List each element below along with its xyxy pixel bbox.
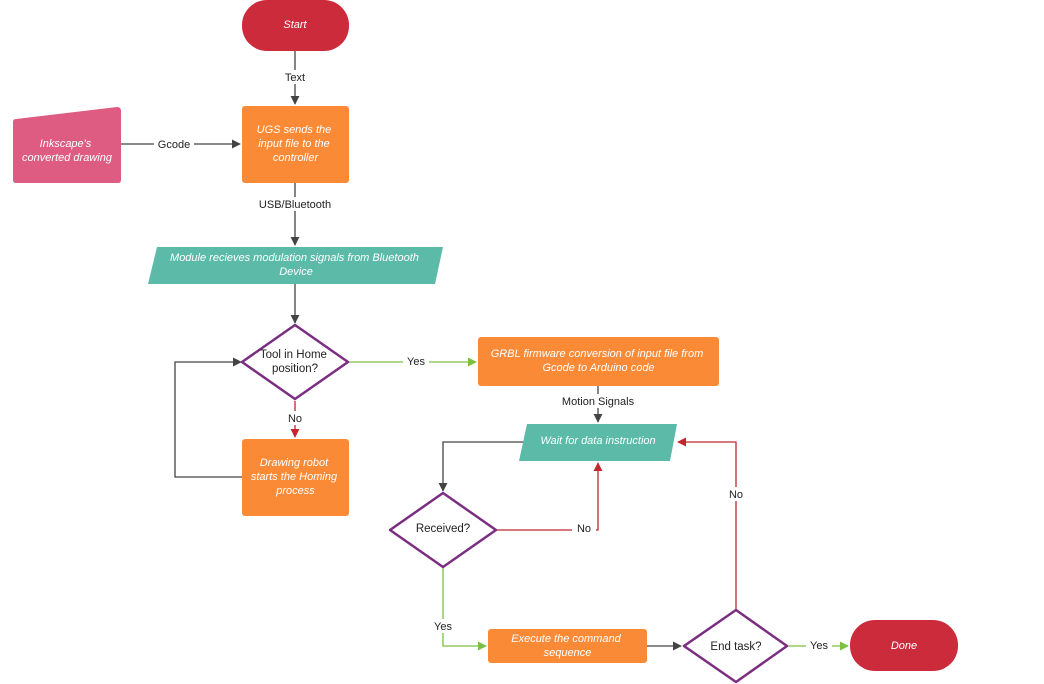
label-end-yes: Yes xyxy=(810,640,828,652)
edge-wait-to-received xyxy=(438,441,524,492)
edge-received-no xyxy=(496,462,603,531)
node-done-text: Done xyxy=(891,640,917,652)
node-received: Received? xyxy=(388,491,498,569)
node-done: Done xyxy=(850,620,958,671)
node-wait: Wait for data instruction xyxy=(519,424,677,461)
label-received-yes: Yes xyxy=(434,621,452,633)
label-inkscape-to-ugs: Gcode xyxy=(158,139,190,151)
node-inkscape-text: Inkscape's converted drawing xyxy=(22,138,113,164)
label-end-no: No xyxy=(729,489,743,501)
node-start: Start xyxy=(242,0,349,51)
node-homing-text: Drawing robot starts the Homing process xyxy=(251,457,340,497)
label-received-no: No xyxy=(577,523,591,535)
label-tool-no: No xyxy=(288,413,302,425)
label-tool-yes: Yes xyxy=(407,356,425,368)
edge-homing-loop xyxy=(174,357,242,478)
node-tool-home: Tool in Home position? xyxy=(240,323,350,401)
node-inkscape: Inkscape's converted drawing xyxy=(13,107,121,183)
node-module: Module recieves modulation signals from … xyxy=(148,247,443,284)
label-ugs-to-module: USB/Bluetooth xyxy=(259,199,331,211)
node-tool-home-text: Tool in Home position? xyxy=(260,349,330,375)
node-start-text: Start xyxy=(283,19,307,31)
node-grbl-text: GRBL firmware conversion of input file f… xyxy=(491,348,707,374)
node-homing: Drawing robot starts the Homing process xyxy=(242,439,349,516)
edge-labels: Text Gcode USB/Bluetooth Yes No Motion S… xyxy=(154,70,832,652)
node-wait-text: Wait for data instruction xyxy=(540,435,655,447)
node-end-task-text: End task? xyxy=(710,641,761,653)
node-grbl: GRBL firmware conversion of input file f… xyxy=(478,337,719,386)
node-ugs: UGS sends the input file to the controll… xyxy=(242,106,349,183)
label-start-to-ugs: Text xyxy=(285,72,305,84)
edge-end-no xyxy=(677,437,737,609)
node-execute: Execute the command sequence xyxy=(488,629,647,663)
node-ugs-text: UGS sends the input file to the controll… xyxy=(257,124,335,164)
node-received-text: Received? xyxy=(416,523,470,535)
node-module-text: Module recieves modulation signals from … xyxy=(170,252,422,278)
node-execute-text: Execute the command sequence xyxy=(511,633,624,659)
node-end-task: End task? xyxy=(682,608,789,684)
edge-received-yes xyxy=(442,567,487,651)
label-grbl-to-wait: Motion Signals xyxy=(562,396,635,408)
